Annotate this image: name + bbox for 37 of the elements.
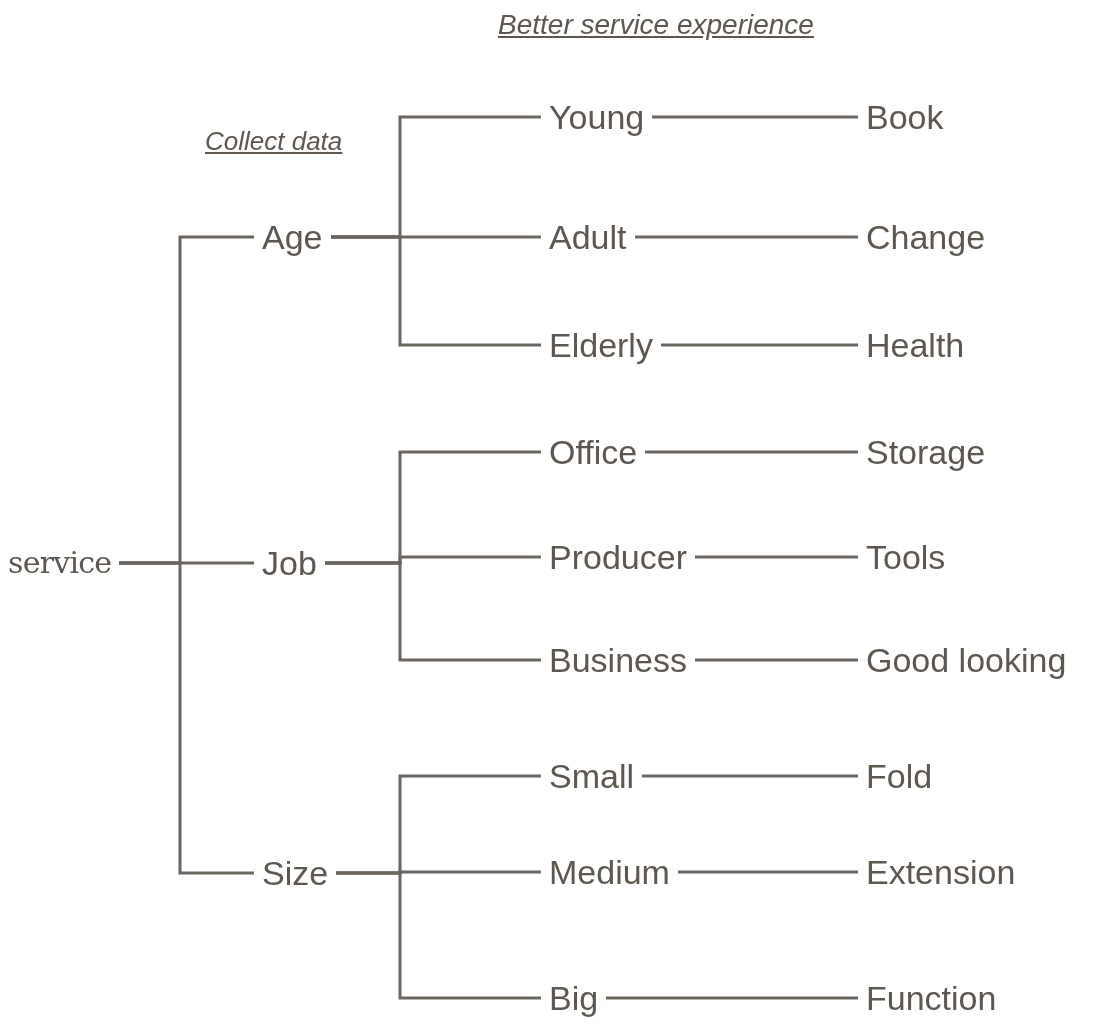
node-label: Change (858, 217, 994, 257)
node-label: Medium (541, 852, 678, 892)
annotation-text: Collect data (205, 125, 343, 158)
connector-line (325, 561, 541, 662)
node-label: Elderly (541, 325, 661, 365)
connector-line (331, 235, 541, 347)
node-label: Good looking (858, 640, 1075, 680)
connector-line (695, 658, 858, 662)
node-label: Small (541, 756, 643, 796)
node-label: service (0, 543, 120, 583)
node-label: Size (254, 853, 337, 893)
node-label: Health (858, 325, 973, 365)
connector-line (695, 555, 858, 559)
node-label: Adult (541, 217, 635, 257)
node-label: Storage (858, 432, 994, 472)
node-label: Big (541, 978, 607, 1018)
node-label: Extension (858, 852, 1024, 892)
connector-line (119, 561, 254, 875)
connector-line (642, 774, 858, 778)
node-label: Office (541, 432, 646, 472)
node-label: Business (541, 640, 695, 680)
node-label: Young (541, 97, 653, 137)
node-label: Age (254, 217, 331, 257)
node-label: Producer (541, 537, 695, 577)
connector-line (652, 115, 858, 119)
connector-line (661, 343, 858, 347)
node-label: Function (858, 978, 1005, 1018)
connector-line (635, 235, 858, 239)
node-label: Book (858, 97, 952, 137)
connector-line (606, 996, 858, 1000)
connector-line (336, 871, 541, 1000)
node-label: Fold (858, 756, 941, 796)
node-label: Tools (858, 537, 954, 577)
connector-line (645, 450, 858, 454)
node-label: Job (254, 543, 325, 583)
annotation-text: Better service experience (498, 8, 814, 42)
connector-line (678, 870, 858, 874)
